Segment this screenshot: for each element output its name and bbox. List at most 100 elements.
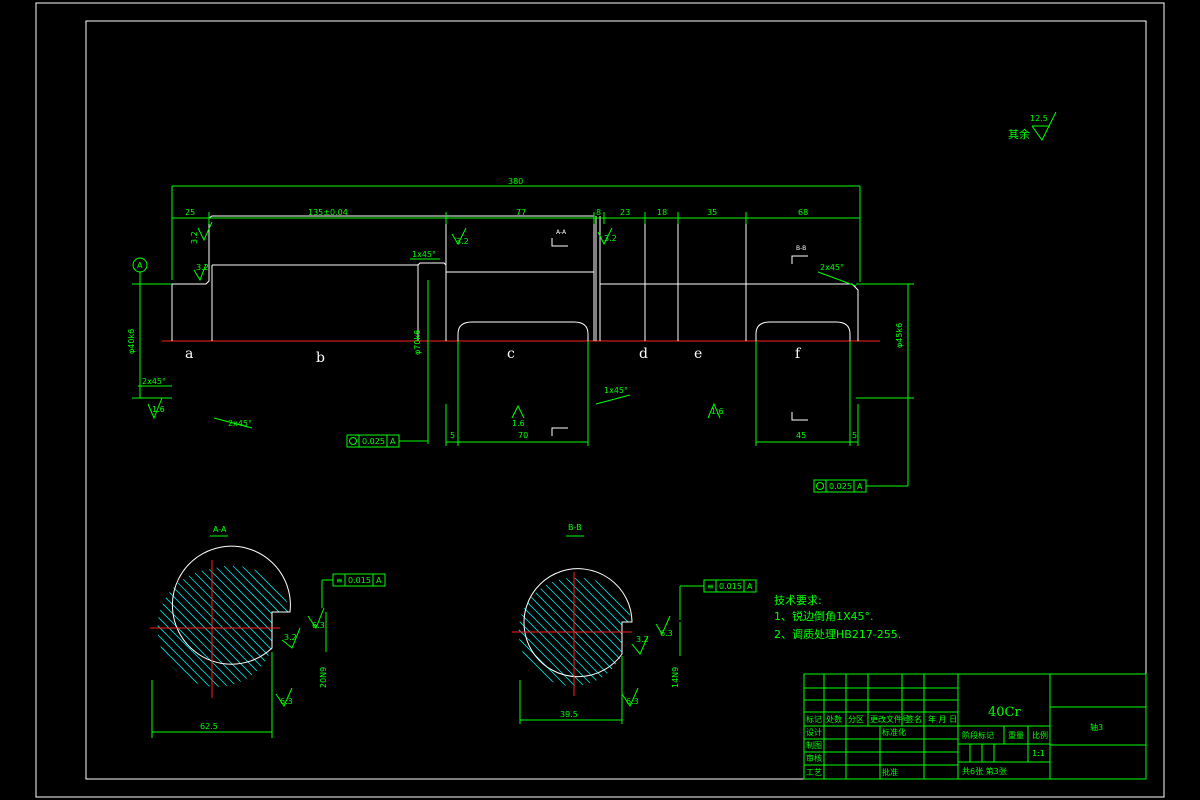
hatch-line: [518, 577, 571, 686]
section-bb: B-B 39.5 14N9 3.2 6.3 6.3 ≡ 0.015 A: [400, 523, 757, 724]
dim-1: 25: [185, 208, 195, 217]
roughness-b2: 6.3: [660, 629, 673, 638]
section-label-c: c: [507, 346, 515, 362]
datum-label: A: [137, 261, 143, 270]
hatch-line: [250, 565, 290, 687]
hatch-line: [157, 565, 214, 687]
tb-craft: 工艺: [806, 768, 822, 777]
roughness-r10: 6.3: [312, 621, 325, 630]
tb-count: 处数: [826, 714, 842, 724]
dia-a: φ40k6: [127, 329, 136, 354]
dim-key-f: 45: [796, 431, 806, 440]
tb-stage: 阶段标记: [962, 730, 994, 740]
roughness-b1: 3.2: [636, 635, 649, 644]
roughness-b3: 6.3: [626, 697, 639, 706]
title-block: 标记 处数 分区 更改文件号 签名 年 月 日 设计 标准化 制图 审核 工艺 …: [803, 673, 1147, 780]
tol-2-datum: A: [857, 482, 863, 491]
hatch-line: [579, 577, 632, 686]
dim-2: 135±0.04: [308, 208, 348, 217]
tol-1-datum: A: [390, 437, 396, 446]
tb-material: 40Cr: [988, 705, 1021, 720]
chamfer-5: 2x45°: [228, 419, 252, 428]
tech-requirements: 技术要求: 1、锐边倒角1X45°. 2、调质处理HB217-255.: [774, 594, 901, 641]
tb-drawing-no: 轴3: [1090, 722, 1103, 732]
tol-2-value: 0.025: [829, 482, 852, 491]
chamfer-1: 1x45°: [412, 250, 436, 259]
roughness-r6: 3.2: [456, 237, 469, 246]
tb-sheet: 共6张 第3张: [962, 766, 1007, 776]
tb-zone: 分区: [848, 715, 864, 724]
tb-check: 审核: [806, 753, 822, 763]
dim-4: 8: [596, 208, 601, 217]
tol-4-value: 0.015: [719, 582, 742, 591]
tb-date: 年 月 日: [928, 714, 957, 724]
section-label-a: a: [185, 346, 193, 362]
section-label-f: f: [795, 346, 802, 362]
tol-3-datum: A: [376, 576, 382, 585]
shaft-main-view: [162, 215, 880, 342]
tb-change-doc: 更改文件号: [870, 714, 910, 724]
dim-6: 18: [657, 208, 667, 217]
hatch-line: [26, 566, 150, 690]
roughness-r7: 3.2: [604, 234, 617, 243]
tb-weight: 重量: [1008, 730, 1024, 740]
tolerance-frame-2: 0.025 A: [813, 479, 908, 493]
cut-markers: A-A B-B: [551, 229, 808, 436]
section-aa-title: A-A: [213, 525, 227, 534]
hatch-line: [232, 565, 290, 687]
roughness-r3: 1.6: [711, 407, 724, 416]
inner-border: [85, 20, 1147, 780]
sym-a: ≡: [336, 576, 343, 585]
hatch-line: [518, 577, 562, 686]
sec-a-width: 62.5: [200, 722, 218, 731]
roughness-r8: 3.2: [284, 633, 297, 642]
diameter-dims: A φ40k6 φ70k6 φ45k6: [127, 257, 914, 486]
tol-3-value: 0.015: [348, 576, 371, 585]
chamfer-3: 2x45°: [142, 377, 166, 386]
hatch-line: [400, 574, 516, 690]
general-roughness: 其余 12.5: [1008, 111, 1057, 141]
dim-overall: 380: [508, 177, 523, 186]
hatch-line: [157, 565, 169, 687]
sym-b: ≡: [707, 582, 714, 591]
chamfer-2: 2x45°: [820, 263, 844, 272]
tb-mark: 标记: [806, 714, 822, 724]
roughness-r2: 3.2: [196, 263, 209, 272]
dia-c: φ70k6: [413, 330, 422, 355]
tb-ratio: 比例: [1032, 730, 1048, 740]
tb-approve: 批准: [882, 767, 898, 777]
tech-req-1: 1、锐边倒角1X45°.: [774, 609, 874, 623]
roughness-r9: 6.3: [280, 697, 293, 706]
dim-key-c: 70: [518, 431, 528, 440]
chamfer-leaders: 1x45° 2x45° 2x45° 1x45° 2x45°: [138, 250, 857, 429]
tol-1-value: 0.025: [362, 437, 385, 446]
roughness-r1: 1.6: [152, 405, 165, 414]
tb-design: 设计: [806, 727, 822, 737]
roughness-r4: 1.6: [512, 419, 525, 428]
section-label-e: e: [694, 346, 702, 362]
section-label-b: b: [316, 350, 325, 366]
dim-gap-c: 5: [450, 431, 455, 440]
top-dimensions: 380 25 135±0.04 77 8 23 18 35 68: [171, 177, 861, 282]
hatch-line: [588, 577, 632, 686]
tb-sign: 签名: [906, 714, 922, 724]
dim-3: 77: [516, 208, 526, 217]
tech-req-title: 技术要求:: [774, 594, 822, 607]
tb-std: 标准化: [882, 727, 906, 737]
cut-b-top: B-B: [796, 245, 806, 252]
hatch-line: [241, 565, 290, 687]
dia-f: φ45k6: [895, 323, 904, 348]
sec-a-height: 20N9: [319, 667, 328, 688]
hatch-line: [157, 565, 160, 687]
roughness-value: 12.5: [1030, 114, 1048, 123]
section-label-d: d: [639, 346, 648, 362]
sec-b-height: 14N9: [671, 667, 680, 688]
cut-a-top: A-A: [556, 229, 567, 236]
main-roughness-symbols: 3.2 3.2 3.2 1.6 1.6 1.6 3.2: [147, 221, 724, 428]
hatch-line: [157, 565, 205, 687]
section-bb-title: B-B: [568, 523, 582, 532]
hatch-line: [268, 565, 290, 687]
tol-4-datum: A: [747, 582, 753, 591]
section-aa: A-A 62.5 20N9 3.2 6.3 6.3 ≡ 0.015 A: [26, 525, 386, 738]
dim-5: 23: [620, 208, 630, 217]
